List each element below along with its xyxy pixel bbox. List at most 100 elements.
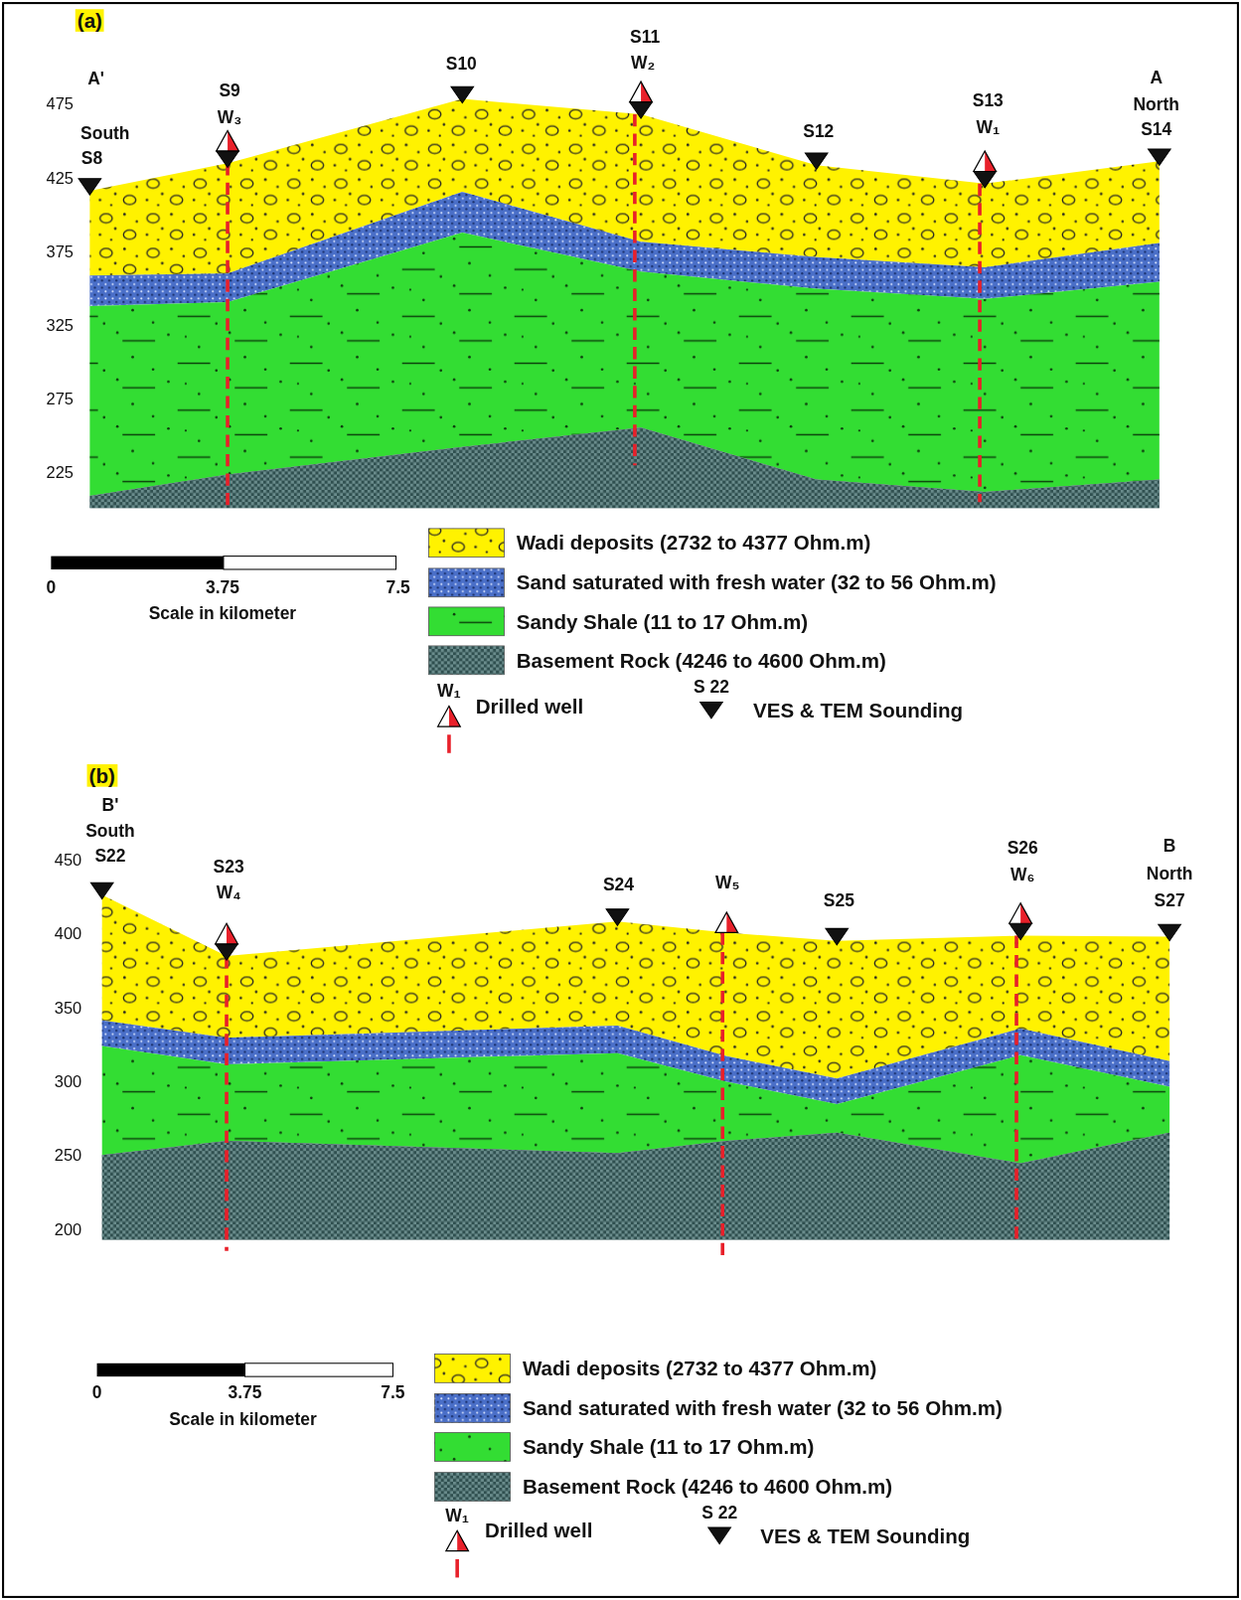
scale-bar xyxy=(223,556,397,570)
station-label: W₅ xyxy=(715,874,740,894)
legend-swatch-texture xyxy=(428,528,504,558)
legend-text: Drilled well xyxy=(475,694,584,718)
well-marker-outline xyxy=(973,151,997,172)
scale-bar xyxy=(50,556,224,570)
station-label: S26 xyxy=(1007,839,1039,859)
elevation-tick: 425 xyxy=(46,169,74,188)
station-label: B xyxy=(1163,837,1177,857)
station-label: W₁ xyxy=(975,119,1000,139)
layer-texture xyxy=(89,427,1159,508)
elevation-tick: 275 xyxy=(46,389,74,408)
sounding-marker xyxy=(1148,149,1172,165)
sounding-marker xyxy=(1158,924,1182,940)
elevation-tick: 250 xyxy=(54,1145,82,1164)
elevation-tick: 225 xyxy=(46,463,74,481)
well-line xyxy=(977,183,982,502)
elevation-tick: 325 xyxy=(46,316,74,335)
legend-swatch-texture xyxy=(435,1394,511,1423)
legend-swatch xyxy=(428,607,504,636)
station-label: S24 xyxy=(603,876,634,896)
sounding-marker xyxy=(1009,923,1033,939)
well-marker-outline xyxy=(1009,903,1033,925)
sounding-marker xyxy=(606,909,629,926)
scale-label: 0 xyxy=(92,1384,103,1403)
station-label: S 22 xyxy=(701,1503,738,1523)
station-label: B' xyxy=(102,796,120,816)
station-label: S13 xyxy=(972,92,1004,112)
legend-swatch xyxy=(428,528,504,558)
elevation-tick: 400 xyxy=(54,924,82,942)
station-label: S8 xyxy=(81,150,103,169)
legend-text: Sand saturated with fresh water (32 to 5… xyxy=(522,1396,1003,1420)
legend-swatch xyxy=(435,1394,511,1423)
legend-swatch-texture xyxy=(428,607,504,636)
well-line xyxy=(632,114,637,466)
elevation-tick: 350 xyxy=(54,998,82,1017)
station-label: North xyxy=(1132,95,1180,115)
sounding-marker xyxy=(215,943,239,960)
station-label: S12 xyxy=(802,123,834,143)
well-line xyxy=(224,955,229,1251)
sounding-marker xyxy=(700,701,724,718)
station-label: S9 xyxy=(218,82,240,102)
section-1 xyxy=(90,882,1181,1255)
legend-text: VES & TEM Sounding xyxy=(760,1524,970,1548)
scale-bar xyxy=(97,1363,246,1377)
legend-swatch-texture xyxy=(435,1432,511,1462)
legend-swatch-texture xyxy=(428,568,504,598)
well-marker-outline xyxy=(629,81,653,103)
sounding-marker xyxy=(708,1527,732,1544)
station-label: A xyxy=(1149,68,1163,88)
legend-swatch-texture xyxy=(428,645,504,675)
legend-text: Wadi deposits (2732 to 4377 Ohm.m) xyxy=(522,1357,878,1381)
legend-swatch xyxy=(435,1354,511,1384)
well-line-sample xyxy=(455,1558,460,1577)
sounding-marker xyxy=(451,86,474,103)
scale-label: Scale in kilometer xyxy=(168,1410,317,1430)
legend-swatch xyxy=(435,1432,511,1462)
scale-bar xyxy=(245,1363,394,1377)
well-marker-outline xyxy=(438,706,462,728)
scale-label: 7.5 xyxy=(380,1384,405,1403)
station-label: S14 xyxy=(1140,121,1172,141)
section-0 xyxy=(78,81,1171,508)
well-marker-outline xyxy=(446,1530,469,1552)
sounding-marker xyxy=(973,171,997,188)
panel-letter: (b) xyxy=(87,764,118,787)
station-label: S22 xyxy=(94,847,126,867)
station-label: W₁ xyxy=(445,1506,469,1526)
legend-text: Basement Rock (4246 to 4600 Ohm.m) xyxy=(516,648,887,672)
well-marker-outline xyxy=(216,130,240,152)
legend-swatch-texture xyxy=(435,1354,511,1384)
panel-letter: (a) xyxy=(75,8,105,32)
elevation-tick: 475 xyxy=(46,95,74,114)
station-label: W₄ xyxy=(216,884,242,904)
station-label: S25 xyxy=(823,892,855,912)
sounding-marker xyxy=(804,153,828,169)
well-line xyxy=(225,162,230,508)
legend-text: Sandy Shale (11 to 17 Ohm.m) xyxy=(516,610,808,633)
well-line xyxy=(720,931,725,1254)
elevation-tick: 375 xyxy=(46,243,74,262)
legend-swatch xyxy=(428,645,504,675)
scale-label: 0 xyxy=(45,579,56,599)
scale-label: Scale in kilometer xyxy=(149,605,298,624)
elevation-tick: 200 xyxy=(54,1220,82,1239)
legend-text: Wadi deposits (2732 to 4377 Ohm.m) xyxy=(516,531,872,555)
station-label: S23 xyxy=(213,857,245,877)
legend-text: Drilled well xyxy=(484,1519,593,1543)
elevation-tick: 450 xyxy=(54,851,82,870)
well-line-sample xyxy=(447,734,452,753)
scale-label: 3.75 xyxy=(205,579,240,599)
station-label: S10 xyxy=(446,55,477,75)
legend-swatch xyxy=(428,568,504,598)
legend-text: Basement Rock (4246 to 4600 Ohm.m) xyxy=(522,1475,893,1499)
legend-swatch xyxy=(435,1472,511,1502)
scale-label: 3.75 xyxy=(228,1384,263,1403)
well-line xyxy=(1014,935,1019,1241)
well-marker-outline xyxy=(715,912,739,933)
legend-text: Sandy Shale (11 to 17 Ohm.m) xyxy=(522,1435,814,1459)
station-label: W₆ xyxy=(1010,865,1035,885)
